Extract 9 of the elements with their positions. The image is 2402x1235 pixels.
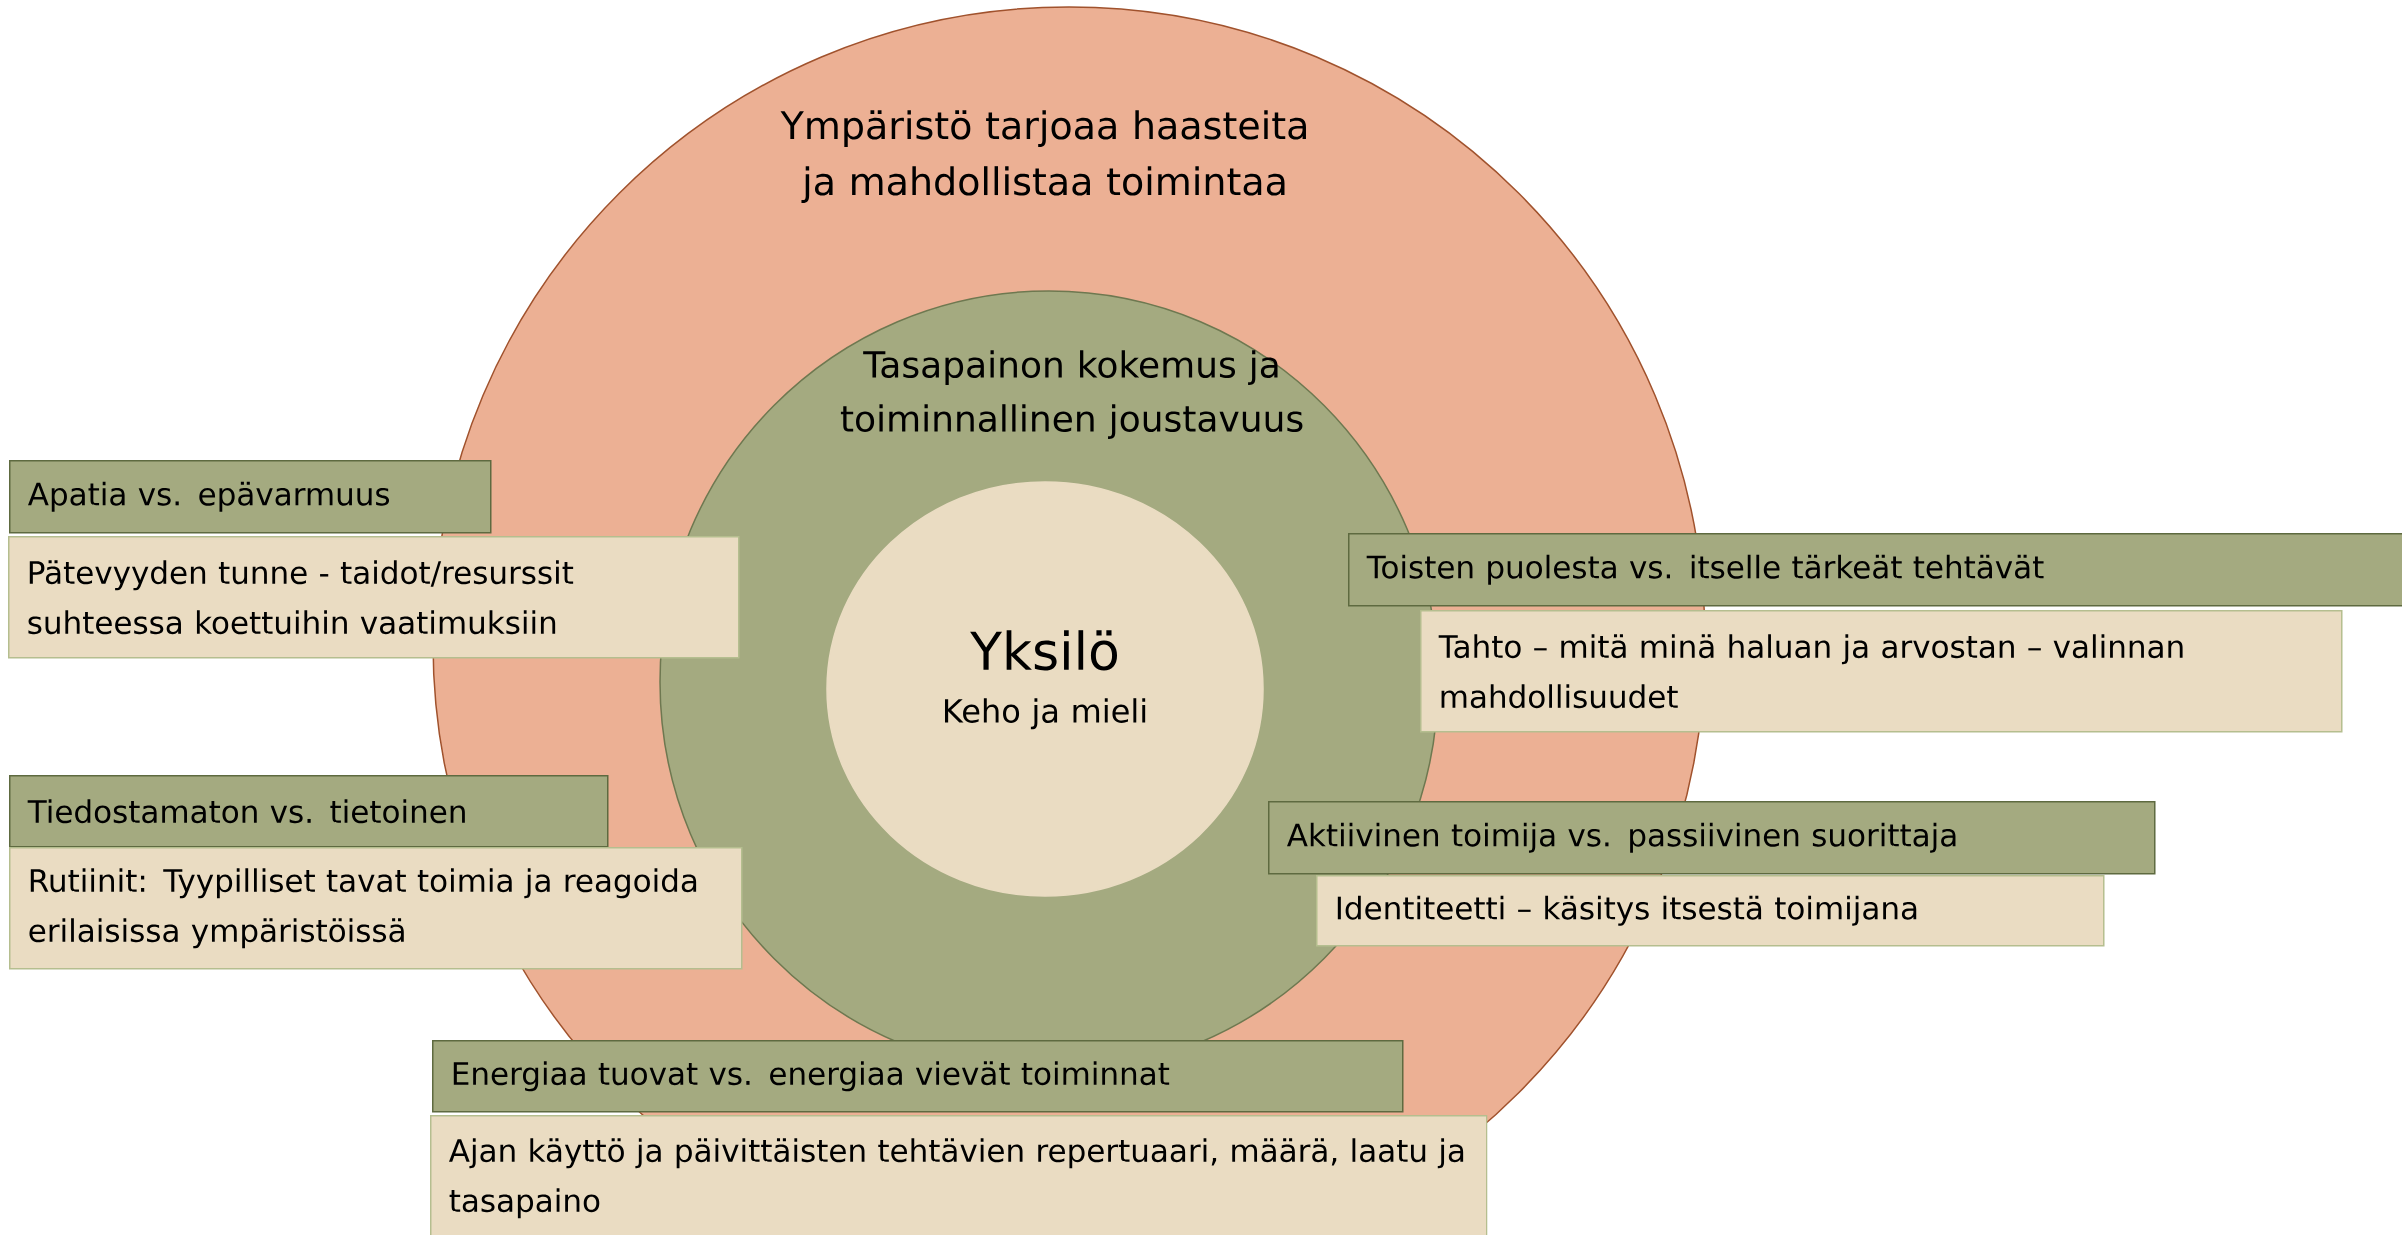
text-box: Ajan käyttö ja päivittäisten tehtävien repertuaari, määrä, laatu ja tasapaino: [430, 1115, 1488, 1235]
heading-box: Tiedostamaton vs. tietoinen: [9, 775, 609, 848]
text-box: Rutiinit: Tyypilliset tavat toimia ja reagoida erilaisissa ympäristöissä: [9, 847, 743, 970]
text-box: Identiteetti – käsitys itsestä toimijana: [1316, 875, 2105, 947]
text-box: Tahto – mitä minä haluan ja arvostan – valinnan mahdollisuudet: [1420, 610, 2343, 733]
text-box: Pätevyyden tunne - taidot/resurssit suhteessa koettuihin vaatimuksiin: [8, 536, 740, 659]
heading-box: Aktiivinen toimija vs. passiivinen suorittaja: [1268, 801, 2156, 875]
heading-box: Toisten puolesta vs. itselle tärkeät tehtävät: [1348, 533, 2402, 607]
heading-box: Apatia vs. epävarmuus: [9, 460, 492, 534]
